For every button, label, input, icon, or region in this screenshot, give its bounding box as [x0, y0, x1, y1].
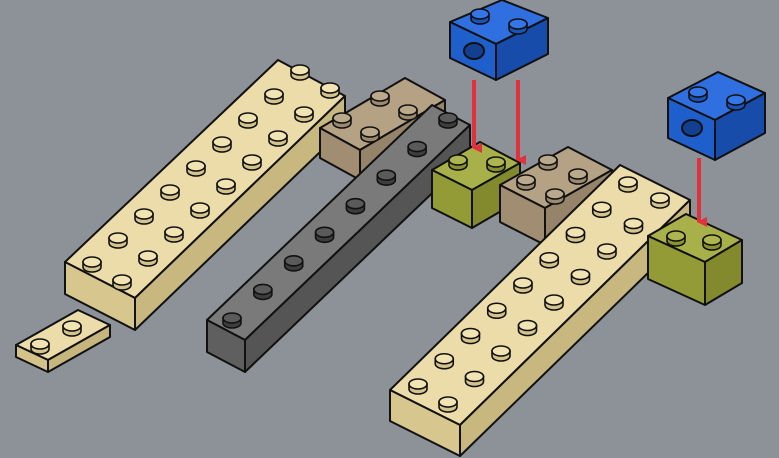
stud	[572, 270, 590, 285]
stud	[651, 193, 669, 208]
stud	[689, 87, 707, 102]
stud	[165, 227, 183, 242]
stud	[619, 177, 637, 192]
stud	[31, 339, 49, 354]
stud	[265, 89, 283, 104]
stud	[291, 65, 309, 80]
stud	[239, 113, 257, 128]
stud	[191, 203, 209, 218]
stud	[377, 170, 395, 185]
stud	[492, 346, 510, 361]
stud	[243, 155, 261, 170]
stud	[109, 233, 127, 248]
stud	[83, 257, 101, 272]
stud	[254, 284, 272, 299]
stud	[439, 113, 457, 128]
stud	[517, 175, 535, 190]
stud	[223, 313, 241, 328]
stud	[399, 105, 417, 120]
stud	[593, 202, 611, 217]
stud	[285, 256, 303, 271]
stud	[213, 137, 231, 152]
stud	[333, 113, 351, 128]
stud	[509, 19, 527, 34]
stud	[439, 397, 457, 412]
stud	[667, 231, 685, 246]
stud	[135, 209, 153, 224]
stud	[727, 95, 745, 110]
stud	[488, 303, 506, 318]
stud	[295, 107, 313, 122]
stud	[346, 199, 364, 214]
stud	[113, 275, 131, 290]
stud	[161, 185, 179, 200]
stud	[139, 251, 157, 266]
stud	[519, 321, 537, 336]
stud	[435, 354, 453, 369]
stud	[514, 278, 532, 293]
stud	[567, 228, 585, 243]
stud	[540, 253, 558, 268]
stud	[569, 169, 587, 184]
stud	[187, 161, 205, 176]
stud	[487, 157, 505, 172]
stud	[466, 372, 484, 387]
stud	[269, 131, 287, 146]
stud	[408, 142, 426, 157]
stud	[409, 379, 427, 394]
stud	[321, 83, 339, 98]
stud	[449, 155, 467, 170]
stud	[625, 219, 643, 234]
stud	[471, 9, 489, 24]
stud	[703, 235, 721, 250]
stud	[598, 244, 616, 259]
stud	[545, 295, 563, 310]
stud	[546, 189, 564, 204]
stud	[63, 321, 81, 336]
stud	[361, 127, 379, 142]
stud	[539, 155, 557, 170]
stud	[217, 179, 235, 194]
stud	[316, 227, 334, 242]
stud	[371, 91, 389, 106]
stud	[462, 329, 480, 344]
